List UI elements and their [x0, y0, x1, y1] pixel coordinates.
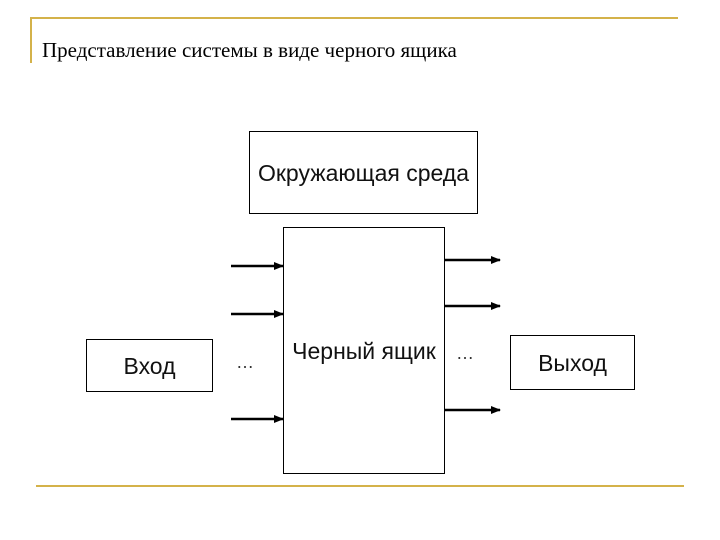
output-box: Выход: [510, 335, 635, 390]
frame-bottom-line: [36, 485, 684, 487]
output-label: Выход: [538, 349, 607, 376]
black-box: Черный ящик: [283, 227, 445, 474]
environment-label: Окружающая среда: [257, 159, 470, 186]
frame-top-line: [30, 17, 678, 19]
environment-box: Окружающая среда: [249, 131, 478, 214]
slide-title: Представление системы в виде черного ящи…: [42, 38, 457, 62]
input-label: Вход: [123, 352, 176, 379]
input-ellipsis: …: [236, 352, 255, 372]
frame-left-line: [30, 17, 32, 63]
input-box: Вход: [86, 339, 213, 392]
black-box-label: Черный ящик: [292, 337, 436, 364]
output-ellipsis: …: [456, 343, 475, 363]
